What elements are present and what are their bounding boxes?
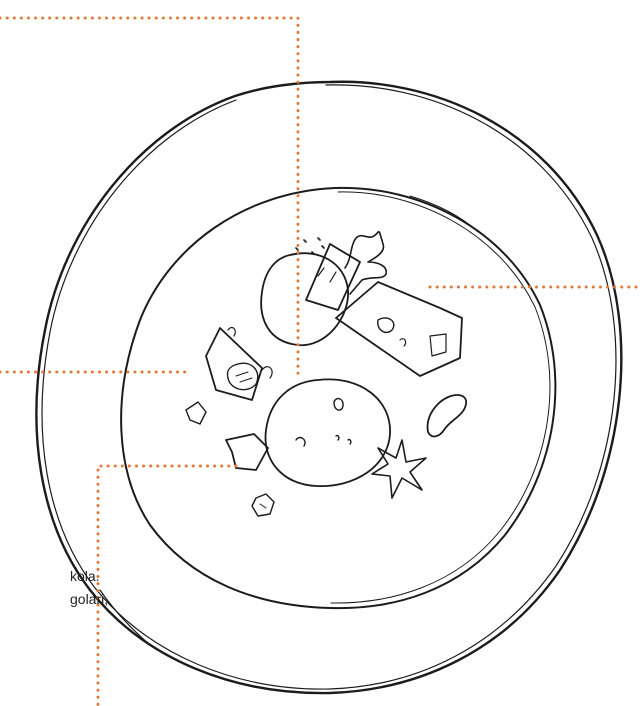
food-sketch-icon <box>186 232 466 516</box>
small-scrawl-top <box>228 328 235 336</box>
small-flower-left <box>186 402 206 424</box>
plate-icon <box>36 82 621 693</box>
star-anise <box>372 440 426 498</box>
small-flower-bottom-center <box>260 504 266 508</box>
leaf-circle <box>227 363 257 389</box>
leaf-shape <box>206 328 262 400</box>
plate-inner-well-stroke2 <box>331 192 550 603</box>
large-oval-piece <box>265 379 390 486</box>
caption-line-2: golari, <box>70 589 108 609</box>
plate-outer-rim-stroke2 <box>42 85 616 689</box>
leaf-circle-detail <box>236 372 252 382</box>
round-patty <box>261 253 348 345</box>
plate-outer-rim <box>36 82 621 693</box>
caption-line-1: kola. <box>70 566 100 586</box>
crumbs <box>296 238 324 254</box>
comma-shape <box>427 395 466 436</box>
oval-detail-1 <box>334 399 343 411</box>
small-scrawl-right <box>262 367 272 378</box>
crust-piece <box>226 434 268 470</box>
rect-detail-oval <box>378 318 394 332</box>
long-rectangle-piece <box>336 282 462 376</box>
small-flower-bottom <box>252 494 274 516</box>
oval-detail-2 <box>296 438 305 446</box>
oval-detail-3 <box>336 435 351 444</box>
herb-sprig <box>345 232 386 294</box>
rect-detail-lines <box>400 334 446 356</box>
leader-line-bottom <box>98 466 236 706</box>
bar-garnish-detail <box>318 268 336 282</box>
